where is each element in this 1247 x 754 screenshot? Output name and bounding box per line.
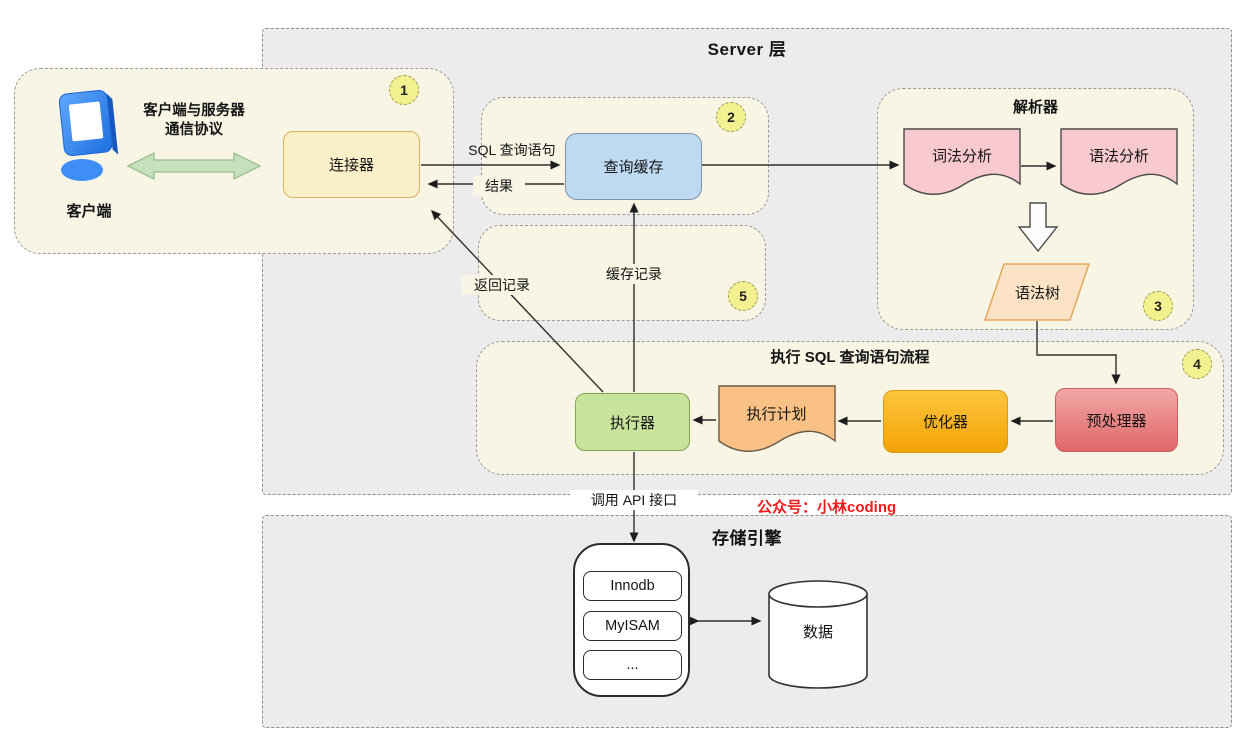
lexical-analysis-document-shape	[903, 128, 1021, 195]
protocol-double-arrow-icon	[126, 151, 262, 181]
client-monitor-icon	[58, 89, 119, 181]
optimizer-node: 优化器	[883, 390, 1008, 453]
storage-layer-title: 存储引擎	[712, 529, 782, 548]
protocol-line2: 通信协议	[165, 121, 223, 138]
parser-block-down-arrow-icon	[1017, 202, 1059, 253]
step-badge-1: 1	[389, 75, 419, 105]
query-cache-node: 查询缓存	[565, 133, 702, 200]
step-badge-4: 4	[1182, 349, 1212, 379]
step-badge-3: 3	[1143, 291, 1173, 321]
edge-label-return-records: 返回记录	[461, 275, 543, 295]
edge-tree-to-preprocessor-line	[1036, 321, 1121, 385]
edge-label-cache-records: 缓存记录	[593, 264, 675, 284]
flow-group-title: 执行 SQL 查询语句流程	[770, 349, 930, 366]
edge-label-call-api: 调用 API 接口	[570, 490, 698, 510]
engine-item-more: ...	[583, 650, 682, 680]
server-layer-title: Server 层	[707, 40, 787, 59]
step-badge-5: 5	[728, 281, 758, 311]
edge-label-sql-query: SQL 查询语句	[468, 142, 556, 158]
connector-node: 连接器	[283, 131, 420, 198]
exec-plan-label: 执行计划	[746, 405, 807, 423]
watermark-text: 公众号：小林coding	[757, 499, 897, 516]
engine-item-innodb: Innodb	[583, 571, 682, 601]
data-label: 数据	[802, 623, 833, 641]
exec-plan-document-shape	[718, 385, 836, 452]
syntax-analysis-label: 语法分析	[1088, 147, 1149, 165]
syntax-tree-parallelogram-shape	[983, 263, 1091, 321]
preprocessor-node: 预处理器	[1055, 388, 1178, 452]
parser-group-title: 解析器	[1012, 99, 1058, 116]
step-badge-2: 2	[716, 102, 746, 132]
protocol-line1: 客户端与服务器	[143, 103, 245, 119]
executor-node: 执行器	[575, 393, 690, 451]
edge-label-result: 结果	[473, 176, 525, 196]
client-label: 客户端	[66, 203, 112, 220]
protocol-text: 客户端与服务器 通信协议	[120, 102, 268, 140]
syntax-tree-label: 语法树	[1014, 284, 1060, 302]
syntax-analysis-document-shape	[1060, 128, 1178, 195]
engine-item-myisam: MyISAM	[583, 611, 682, 641]
data-cylinder-shape	[768, 580, 868, 689]
lexical-analysis-label: 词法分析	[931, 147, 992, 165]
edge-executor-to-connector-line	[430, 209, 604, 393]
